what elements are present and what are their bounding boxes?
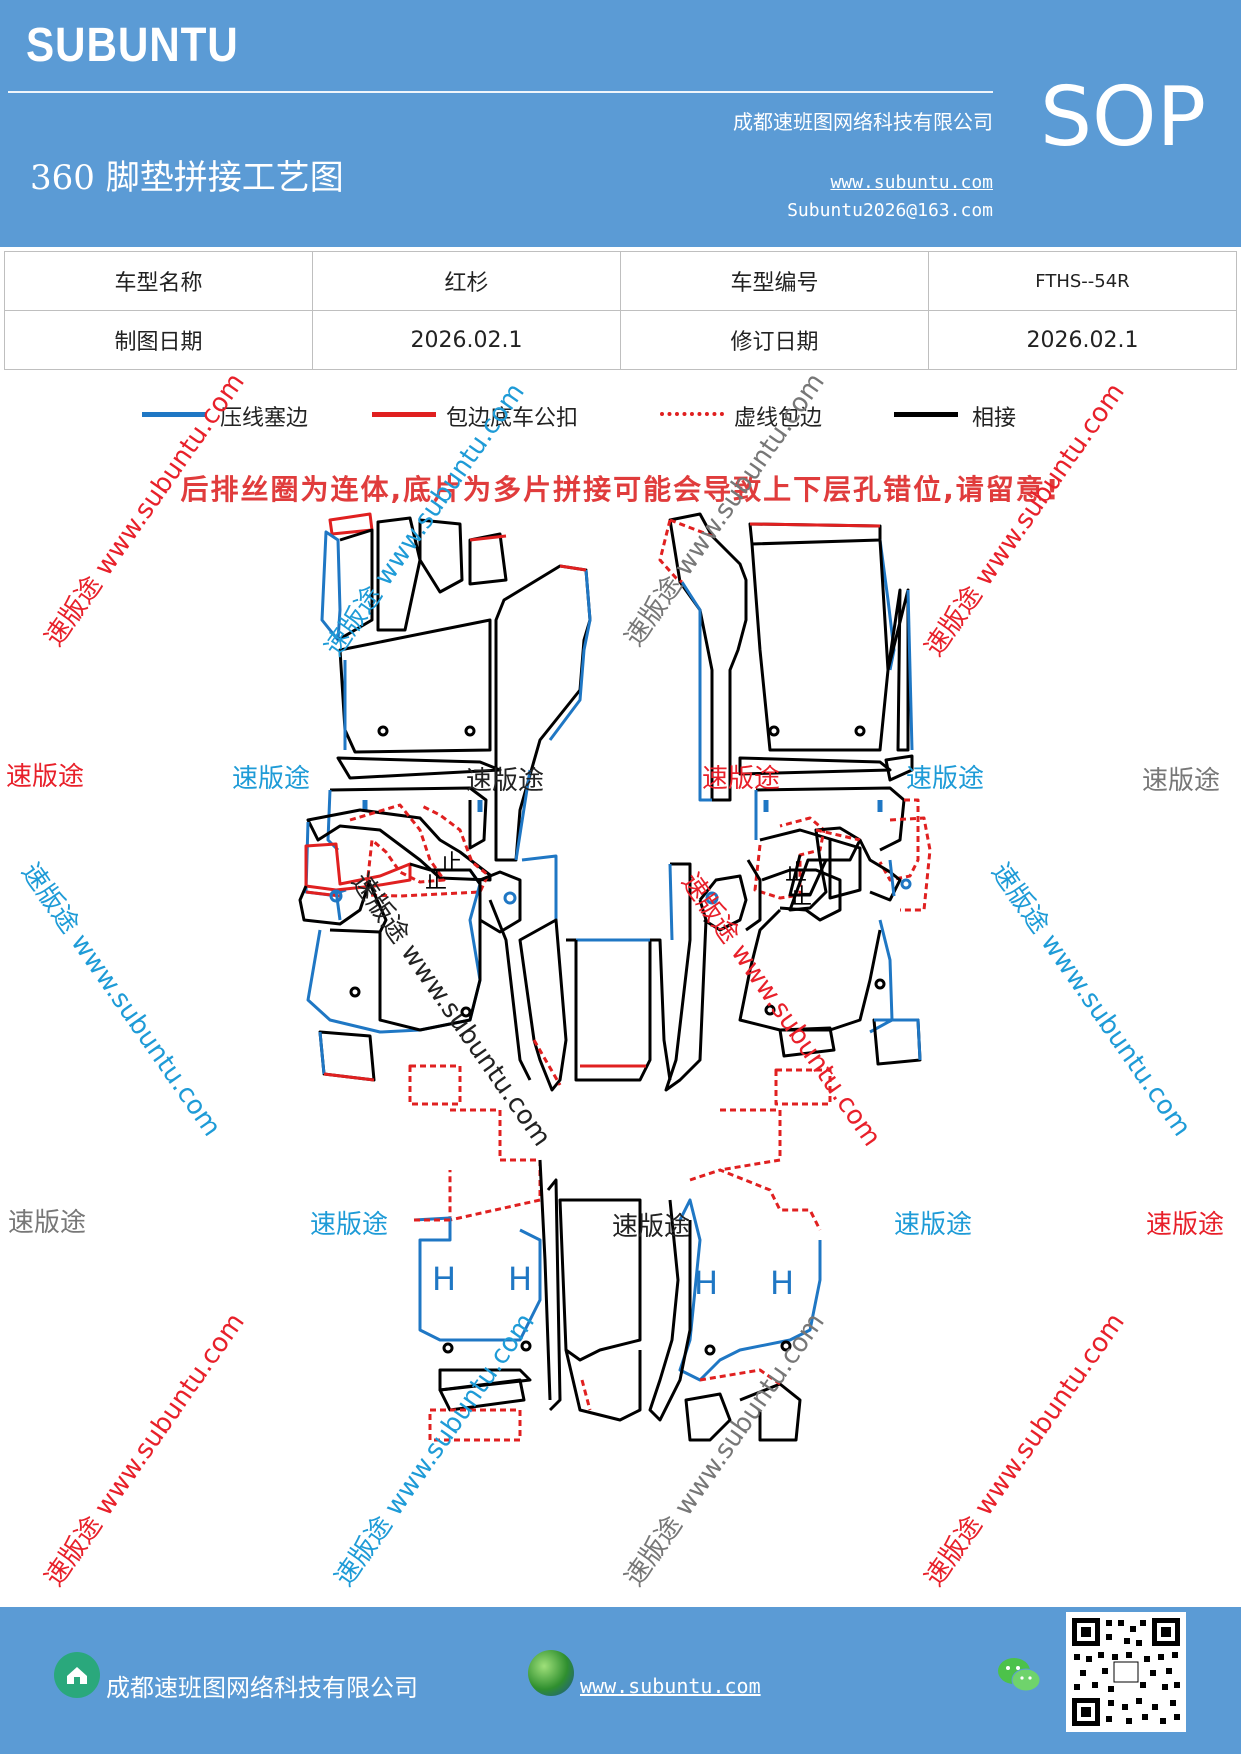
brand-logo: SUBUNTU bbox=[26, 19, 239, 72]
mat-middle-right bbox=[664, 816, 932, 1106]
qr-code[interactable] bbox=[1066, 1612, 1186, 1732]
mat-front-right: 止 止 bbox=[658, 512, 920, 912]
watermark-short: 速版途 bbox=[8, 1208, 87, 1238]
watermark-short: 速版途 bbox=[702, 764, 781, 794]
model-code-value: FTHS--54R bbox=[928, 251, 1237, 311]
svg-text:H: H bbox=[508, 1260, 532, 1298]
svg-text:H: H bbox=[432, 1260, 456, 1298]
mat-front-left: 止 止 bbox=[304, 512, 592, 898]
header-divider bbox=[8, 91, 993, 93]
watermark-short: 速版途 bbox=[6, 762, 85, 792]
building-icon bbox=[54, 1652, 100, 1698]
floor-mat-diagram: 止 止 止 止 bbox=[298, 512, 932, 1442]
wechat-icon[interactable] bbox=[996, 1654, 1042, 1696]
page-title: 360 脚垫拼接工艺图 bbox=[30, 158, 344, 198]
watermark-short: 速版途 bbox=[612, 1212, 691, 1242]
legend-label-dotted: 虚线包边 bbox=[734, 406, 823, 431]
drawing-date-label: 制图日期 bbox=[4, 310, 313, 370]
watermark-short: 速版途 bbox=[232, 764, 311, 794]
model-name-label: 车型名称 bbox=[4, 251, 313, 311]
svg-text:止: 止 bbox=[785, 861, 807, 886]
svg-text:H: H bbox=[694, 1264, 718, 1302]
watermark-short: 速版途 bbox=[906, 764, 985, 794]
mat-rear-right: H H bbox=[648, 1108, 822, 1442]
globe-icon bbox=[528, 1650, 574, 1696]
mat-middle-left bbox=[298, 842, 568, 1106]
header-website-link[interactable]: www.subuntu.com bbox=[830, 172, 993, 193]
legend-swatch-red bbox=[372, 412, 436, 417]
footer-website-link[interactable]: www.subuntu.com bbox=[580, 1674, 761, 1698]
watermark-short: 速版途 bbox=[1142, 766, 1221, 796]
legend-swatch-blue bbox=[142, 412, 206, 417]
warning-notice: 后排丝圈为连体,底片为多片拼接可能会导致上下层孔错位,请留意! bbox=[180, 473, 1061, 506]
legend-label-blue: 压线塞边 bbox=[220, 406, 309, 431]
watermark-short: 速版途 bbox=[894, 1210, 973, 1240]
svg-text:止: 止 bbox=[425, 869, 447, 894]
vehicle-info-table: 车型名称 红杉 车型编号 FTHS--54R 制图日期 2026.02.1 修订… bbox=[4, 251, 1237, 370]
legend-label-red: 包边底车公扣 bbox=[446, 406, 579, 431]
watermark-short: 速版途 bbox=[310, 1210, 389, 1240]
svg-text:H: H bbox=[770, 1264, 794, 1302]
model-code-label: 车型编号 bbox=[620, 251, 929, 311]
header-email[interactable]: Subuntu2026@163.com bbox=[787, 200, 993, 221]
footer-company: 成都速班图网络科技有限公司 bbox=[106, 1674, 418, 1702]
mat-rear-left: H H bbox=[413, 1108, 642, 1442]
header-banner bbox=[0, 0, 1241, 247]
sop-label: SOP bbox=[1040, 70, 1207, 165]
revision-date-value: 2026.02.1 bbox=[928, 310, 1237, 370]
legend-label-black: 相接 bbox=[972, 406, 1017, 431]
drawing-date-value: 2026.02.1 bbox=[312, 310, 621, 370]
table-row: 制图日期 2026.02.1 修订日期 2026.02.1 bbox=[4, 310, 1237, 370]
mat-middle-center bbox=[566, 938, 672, 1082]
model-name-value: 红杉 bbox=[312, 251, 621, 311]
header-company: 成都速班图网络科技有限公司 bbox=[733, 110, 993, 134]
svg-text:止: 止 bbox=[790, 885, 812, 910]
table-row: 车型名称 红杉 车型编号 FTHS--54R bbox=[4, 251, 1237, 311]
revision-date-label: 修订日期 bbox=[620, 310, 929, 370]
legend-swatch-black bbox=[894, 412, 958, 417]
legend-swatch-red-dotted bbox=[660, 412, 724, 416]
watermark-short: 速版途 bbox=[466, 766, 545, 796]
watermark-short: 速版途 bbox=[1146, 1210, 1225, 1240]
